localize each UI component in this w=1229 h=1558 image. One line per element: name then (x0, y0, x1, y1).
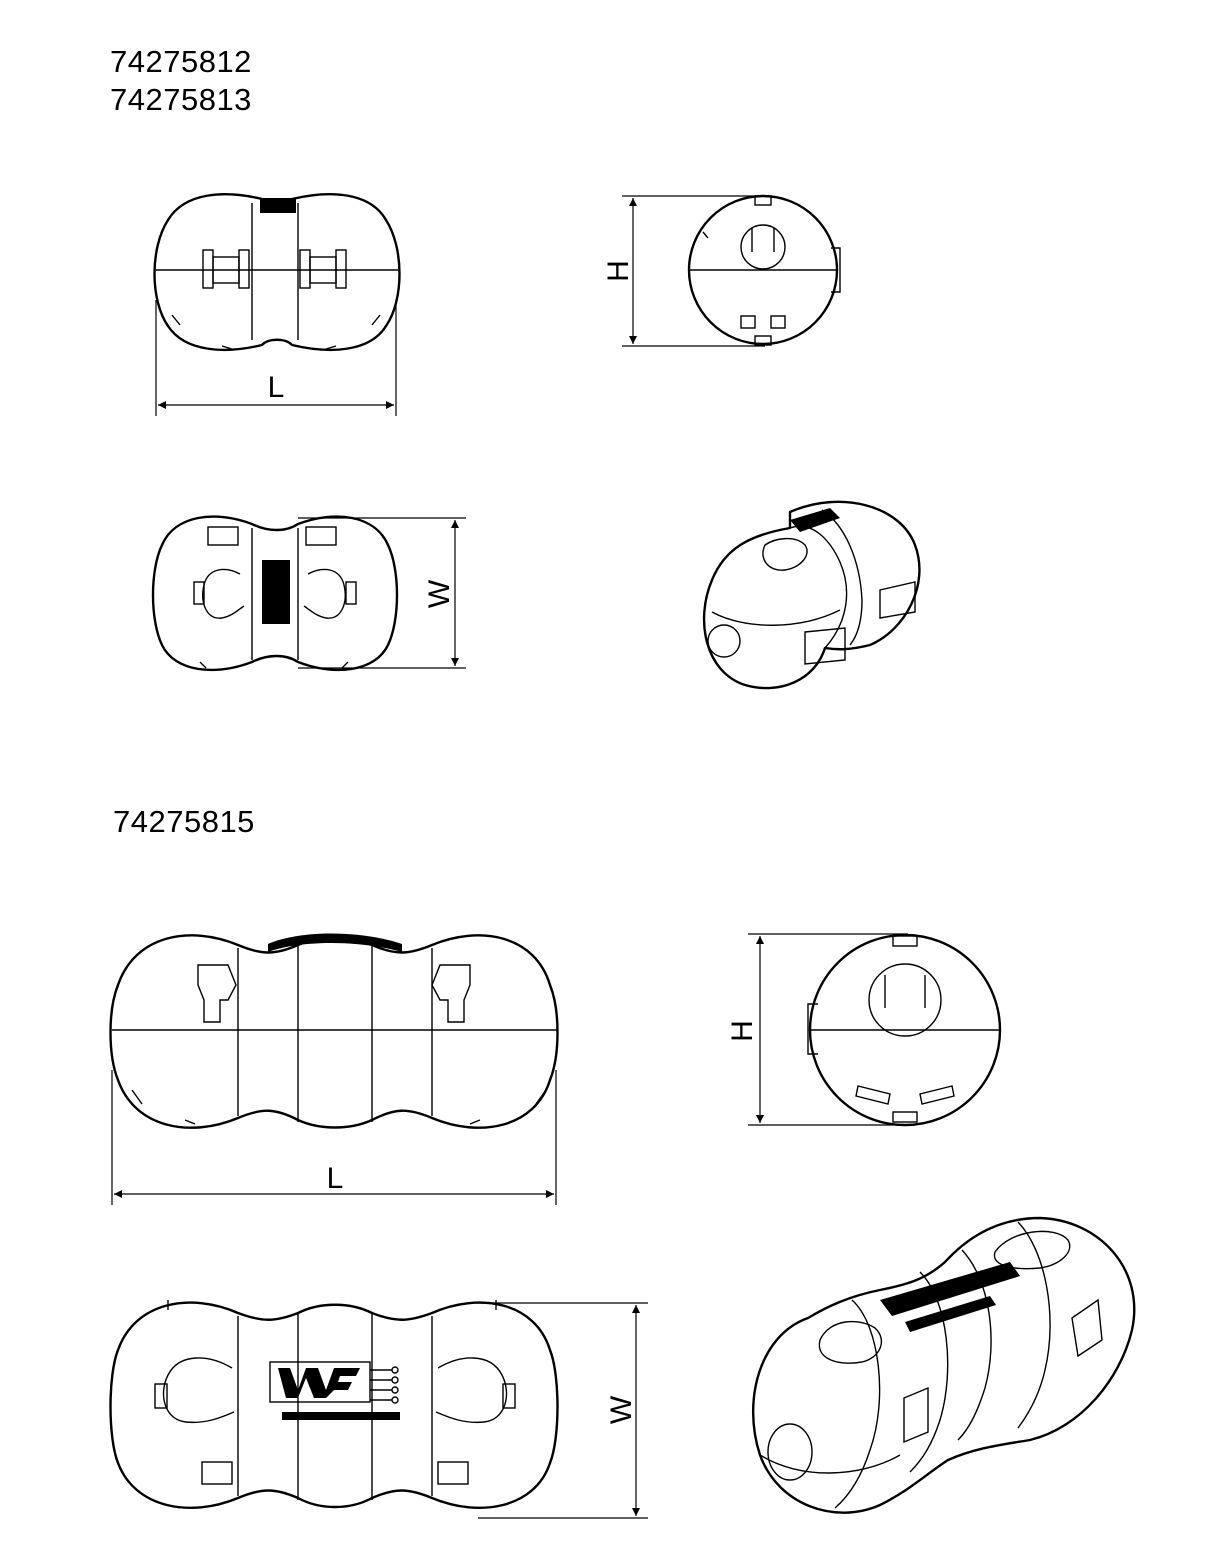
side-view-large (807, 933, 1002, 1127)
locking-ribs (260, 198, 296, 213)
dimension-height-large: H (726, 933, 908, 1126)
dimension-label-length: L (268, 371, 285, 404)
top-view-large (109, 1300, 559, 1509)
part-number-74275815: 74275815 (113, 804, 255, 839)
front-view-large (109, 933, 559, 1129)
part-number-74275812: 74275812 (110, 44, 252, 79)
dimension-label-height: H (726, 1020, 759, 1042)
dimension-width-small: W (298, 517, 466, 669)
part-number-74275813: 74275813 (110, 82, 252, 117)
side-view-small (687, 194, 841, 346)
top-view-small (151, 515, 399, 672)
dimension-length-large: L (111, 1070, 557, 1205)
dimension-height-small: H (602, 195, 765, 347)
front-view-small (153, 193, 401, 352)
dimension-width-large: W (478, 1302, 648, 1519)
isometric-view-large (752, 1216, 1136, 1514)
dimension-label-width: W (423, 579, 456, 608)
dimension-length-small: L (155, 300, 397, 416)
dimension-label-height: H (602, 260, 635, 282)
dimension-label-length: L (327, 1162, 344, 1195)
isometric-view-small (702, 500, 921, 690)
brand-logo-mark (269, 1361, 400, 1420)
brand-logo-mark (262, 560, 290, 624)
dimension-label-width: W (605, 1395, 638, 1424)
